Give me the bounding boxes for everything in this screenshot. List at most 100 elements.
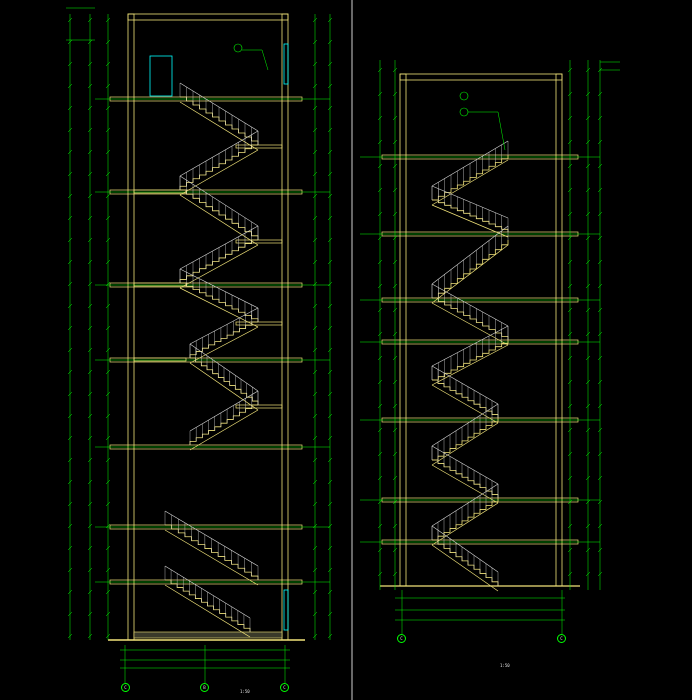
right-vdim-tick-2-502	[567, 499, 573, 505]
right-vdim-tick-3-262	[585, 259, 591, 265]
left-vdim-tick-2-108	[105, 105, 111, 111]
right-vdim-tick-2-70	[567, 67, 573, 73]
left-flight-6-rail	[189, 307, 259, 345]
left-vdim-tick-0-548	[67, 545, 73, 551]
left-vdim-tick-0-394	[67, 391, 73, 397]
left-vdim-tick-2-152	[105, 149, 111, 155]
right-vdim-tick-4-262	[597, 259, 603, 265]
right-vdim-tick-1-574	[392, 571, 398, 577]
left-vdim-tick-1-592	[87, 589, 93, 595]
left-vdim-tick-0-152	[67, 149, 73, 155]
left-landing-low-1	[133, 282, 187, 287]
left-vdim-tick-2-592	[105, 589, 111, 595]
right-vdim-tick-1-94	[392, 91, 398, 97]
left-vdim-tick-3-394	[312, 391, 318, 397]
right-vdim-tick-2-406	[567, 403, 573, 409]
left-window-top	[283, 43, 289, 85]
left-vdim-tick-4-394	[327, 391, 333, 397]
right-vdim-tick-3-166	[585, 163, 591, 169]
left-flight-5-soffit	[179, 287, 259, 328]
left-vdim-tick-1-416	[87, 413, 93, 419]
left-vdim-tick-2-284	[105, 281, 111, 287]
right-vdim-tick-3-478	[585, 475, 591, 481]
right-vdim-tick-3-214	[585, 211, 591, 217]
right-vdim-tick-4-574	[597, 571, 603, 577]
left-vdim-tick-2-460	[105, 457, 111, 463]
left-vdim-tick-3-130	[312, 127, 318, 133]
right-vdim-tick-2-550	[567, 547, 573, 553]
right-vdim-tick-4-310	[597, 307, 603, 313]
right-vdim-tick-1-454	[392, 451, 398, 457]
left-vdim-tick-1-306	[87, 303, 93, 309]
right-vdim-tick-3-334	[585, 331, 591, 337]
left-vdim-tick-3-174	[312, 171, 318, 177]
right-flight-6-steps	[432, 379, 499, 418]
right-flight-10-soffit	[431, 544, 499, 592]
left-vdim-tick-2-482	[105, 479, 111, 485]
left-vdim-tick-4-504	[327, 501, 333, 507]
right-vdim-tick-0-238	[377, 235, 383, 241]
left-vdim-tick-2-240	[105, 237, 111, 243]
right-vdim-tick-0-430	[377, 427, 383, 433]
right-vdim-tick-0-478	[377, 475, 383, 481]
right-vdim-tick-3-502	[585, 499, 591, 505]
right-vdim-tick-2-262	[567, 259, 573, 265]
left-vdim-tick-4-592	[327, 589, 333, 595]
left-vdim-tick-3-64	[312, 61, 318, 67]
left-vdim-tick-2-416	[105, 413, 111, 419]
left-vdim-tick-1-20	[87, 17, 93, 23]
right-vdim-tick-4-478	[597, 475, 603, 481]
left-vdim-tick-0-262	[67, 259, 73, 265]
left-vdim-tick-2-372	[105, 369, 111, 375]
left-vdim-tick-0-86	[67, 83, 73, 89]
right-callout-leader	[468, 111, 506, 151]
left-vdim-tick-1-372	[87, 369, 93, 375]
right-vdim-tick-4-550	[597, 547, 603, 553]
right-vdim-tick-2-574	[567, 571, 573, 577]
left-vdim-tick-4-526	[327, 523, 333, 529]
right-vdim-tick-2-334	[567, 331, 573, 337]
right-vdim-tick-3-286	[585, 283, 591, 289]
left-ground-slab	[133, 631, 283, 639]
right-vdim-tick-2-382	[567, 379, 573, 385]
left-vdim-tick-2-438	[105, 435, 111, 441]
right-vdim-tick-0-310	[377, 307, 383, 313]
left-vdim-tick-4-570	[327, 567, 333, 573]
left-vdim-tick-1-482	[87, 479, 93, 485]
left-vdim-tick-0-284	[67, 281, 73, 287]
right-vdim-tick-1-190	[392, 187, 398, 193]
left-callout-leader	[242, 49, 269, 71]
left-vdim-tick-2-570	[105, 567, 111, 573]
left-door-top	[149, 55, 173, 97]
right-vdim-tick-4-526	[597, 523, 603, 529]
left-vdim-tick-4-284	[327, 281, 333, 287]
left-vdim-tick-0-196	[67, 193, 73, 199]
axis-label-right-1: C	[400, 636, 403, 641]
right-vdim-tick-2-430	[567, 427, 573, 433]
left-vdim-tick-1-130	[87, 127, 93, 133]
left-vdim-tick-1-218	[87, 215, 93, 221]
left-vdim-tick-1-240	[87, 237, 93, 243]
right-vdim-tick-1-142	[392, 139, 398, 145]
left-callout-bubble	[233, 43, 243, 53]
left-vdim-tick-0-64	[67, 61, 73, 67]
axis-bubble-right-1: C	[397, 634, 406, 643]
left-vdim-tick-3-592	[312, 589, 318, 595]
right-vdim-tick-0-190	[377, 187, 383, 193]
left-vdim-tick-2-174	[105, 171, 111, 177]
left-flight-6-steps	[189, 321, 258, 358]
right-vdim-tick-3-550	[585, 547, 591, 553]
left-vdim-tick-0-592	[67, 589, 73, 595]
left-vdim-tick-3-482	[312, 479, 318, 485]
right-vdim-tick-3-430	[585, 427, 591, 433]
right-flight-10-steps	[432, 539, 499, 586]
left-vdim-tick-0-372	[67, 369, 73, 375]
right-vdim-tick-1-406	[392, 403, 398, 409]
left-vdim-tick-0-416	[67, 413, 73, 419]
right-vdim-tick-1-382	[392, 379, 398, 385]
left-vdim-tick-1-350	[87, 347, 93, 353]
left-vdim-tick-0-108	[67, 105, 73, 111]
right-vdim-tick-1-430	[392, 427, 398, 433]
right-vdim-tick-1-550	[392, 547, 398, 553]
